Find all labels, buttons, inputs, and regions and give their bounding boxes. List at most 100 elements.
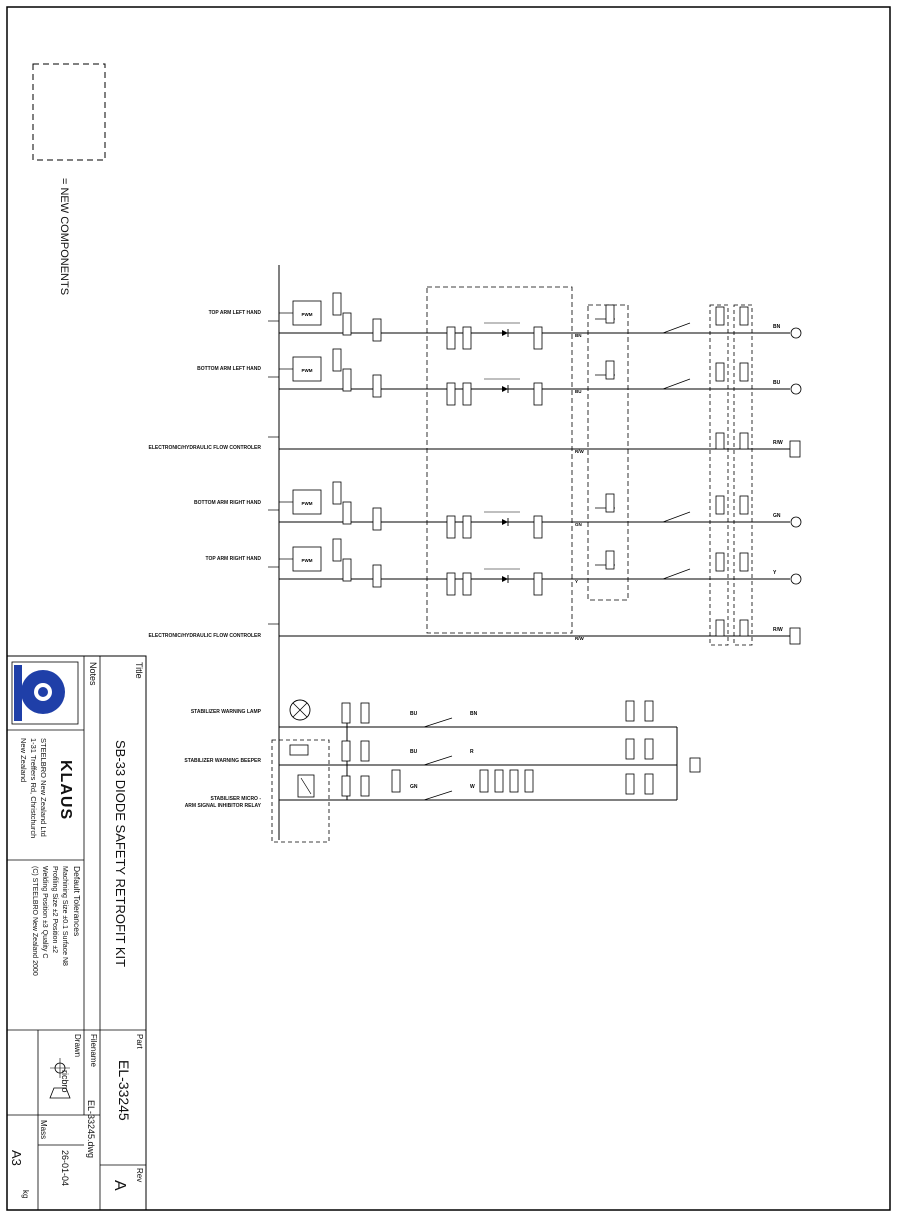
wire-label-mid-1: BU bbox=[575, 389, 582, 394]
circuit-label-bottom-arm-left: BOTTOM ARM LEFT HAND bbox=[197, 366, 261, 372]
relay-row-tag-3 bbox=[509, 769, 519, 793]
connector-tag-a-4 bbox=[715, 552, 725, 572]
title-block-frame bbox=[6, 655, 147, 1211]
company-logo-text: KLAUS bbox=[57, 760, 74, 821]
end-terminal-1 bbox=[790, 383, 802, 395]
connector-tag-b-0 bbox=[739, 306, 749, 326]
company-address-1: 1-31 Treffers Rd, Christchurch bbox=[29, 738, 38, 839]
filename-caption: Filename bbox=[89, 1034, 98, 1067]
relay-row-tag-4 bbox=[524, 769, 534, 793]
switch-blade-4 bbox=[662, 568, 691, 580]
drawn-by: ricbro bbox=[60, 1070, 70, 1093]
diode-tag-right-4 bbox=[533, 572, 543, 596]
relay-row-tag-2 bbox=[494, 769, 504, 793]
connector-tag-a-5 bbox=[715, 619, 725, 637]
wire-color-5: R/W bbox=[773, 627, 783, 633]
stab-tag-c-2 bbox=[625, 773, 635, 795]
relay-row-tag-1 bbox=[479, 769, 489, 793]
pwm-tag-box-b-1 bbox=[342, 368, 352, 392]
pwm-tag-4: PWM bbox=[302, 558, 313, 563]
wire-color-0: BN bbox=[773, 324, 781, 330]
drawn-date: 26-01-04 bbox=[60, 1150, 70, 1187]
stab-tag-a-2 bbox=[341, 775, 351, 797]
tolerances-caption: Default Tolerances bbox=[72, 866, 82, 937]
diode-symbol-4 bbox=[502, 576, 508, 582]
new-components-label: = NEW COMPONENTS bbox=[58, 178, 70, 296]
circuit-label-flow-controler-2: ELECTRONIC/HYDRAULIC FLOW CONTROLER bbox=[148, 633, 262, 639]
logo-band-icon bbox=[14, 665, 22, 721]
inhibitor-relay-diag bbox=[300, 777, 312, 795]
relay-dashed-box bbox=[271, 739, 330, 843]
end-terminal-0 bbox=[790, 327, 802, 339]
stab-wire-a-2: GN bbox=[410, 784, 418, 790]
stab-switch-1 bbox=[423, 755, 453, 766]
wire-label-mid-3: GN bbox=[575, 522, 582, 527]
logo-sun-center-icon bbox=[38, 687, 48, 697]
relay-tag-1 bbox=[605, 360, 615, 380]
diode-tag-mid-0 bbox=[462, 326, 472, 350]
pwm-tag-3: PWM bbox=[302, 501, 313, 506]
bus-tag-box-1 bbox=[372, 374, 382, 398]
pwm-tag-box-a-0 bbox=[332, 292, 342, 316]
diode-tag-left-1 bbox=[446, 382, 456, 406]
sheet-border bbox=[6, 6, 891, 1211]
wire-label-mid-4: Y bbox=[575, 579, 578, 584]
drawn-caption: Drawn bbox=[73, 1034, 82, 1058]
connector-box-left bbox=[709, 304, 729, 646]
wire-color-1: BU bbox=[773, 380, 781, 386]
circuit-label-flow-controler-1: ELECTRONIC/HYDRAULIC FLOW CONTROLER bbox=[148, 445, 262, 451]
filename: EL-33245.dwg bbox=[86, 1100, 96, 1159]
relay-tag-3 bbox=[605, 493, 615, 513]
switch-blade-0 bbox=[662, 322, 691, 334]
copyright-line: (C) STEELBRO New Zealand 2000 bbox=[31, 866, 38, 976]
company-address-2: New Zealand bbox=[19, 738, 28, 783]
pwm-tag-box-a-1 bbox=[332, 348, 342, 372]
diode-symbol-0 bbox=[502, 330, 508, 336]
warning-lamp-x2 bbox=[292, 702, 308, 718]
wire-color-3: GN bbox=[773, 513, 781, 519]
connector-tag-a-3 bbox=[715, 495, 725, 515]
pwm-module-1 bbox=[292, 356, 322, 382]
switch-blade-3 bbox=[662, 511, 691, 523]
stab-wire-b-2: W bbox=[470, 784, 475, 790]
diode-tag-right-1 bbox=[533, 382, 543, 406]
company-name: STEELBRO New Zealand Ltd bbox=[39, 738, 48, 837]
diode-tag-left-0 bbox=[446, 326, 456, 350]
end-terminal-3 bbox=[790, 516, 802, 528]
end-connector-2 bbox=[789, 440, 801, 458]
stab-label-relay-2: ARM SIGNAL INHIBITOR RELAY bbox=[184, 803, 261, 809]
stab-tag-c-0 bbox=[625, 700, 635, 722]
connector-tag-a-1 bbox=[715, 362, 725, 382]
circuit-label-top-arm-right: TOP ARM RIGHT HAND bbox=[205, 556, 261, 562]
pwm-module-0 bbox=[292, 300, 322, 326]
stab-tag-d-1 bbox=[644, 738, 654, 760]
connector-tag-a-2 bbox=[715, 432, 725, 450]
notes-caption: Notes bbox=[88, 662, 98, 686]
projection-cone-icon bbox=[49, 1087, 71, 1099]
stab-tag-a-1 bbox=[341, 740, 351, 762]
wire-label-mid-2: R/W bbox=[575, 449, 585, 454]
stab-tag-c-1 bbox=[625, 738, 635, 760]
diode-tag-right-0 bbox=[533, 326, 543, 350]
stab-wire-a-0: BU bbox=[410, 711, 418, 717]
relay-row-tag-0 bbox=[391, 769, 401, 793]
wire-color-4: Y bbox=[773, 570, 777, 576]
connector-tag-b-5 bbox=[739, 619, 749, 637]
diode-tag-mid-1 bbox=[462, 382, 472, 406]
pwm-tag-box-a-4 bbox=[332, 538, 342, 562]
wire-label-mid-5: R/W bbox=[575, 636, 585, 641]
stab-label-relay-1: STABILISER MICRO - bbox=[210, 796, 261, 802]
pwm-tag-1: PWM bbox=[302, 368, 313, 373]
bus-tag-box-3 bbox=[372, 507, 382, 531]
stab-wire-b-1: R bbox=[470, 749, 474, 755]
wire-label-mid-0: BN bbox=[575, 333, 582, 338]
diode-tag-right-3 bbox=[533, 515, 543, 539]
pwm-tag-box-b-4 bbox=[342, 558, 352, 582]
stab-tag-b-1 bbox=[360, 740, 370, 762]
mass-unit: kg bbox=[21, 1190, 30, 1199]
part-caption: Part bbox=[135, 1034, 144, 1049]
pwm-tag-box-b-0 bbox=[342, 312, 352, 336]
stab-tag-b-2 bbox=[360, 775, 370, 797]
